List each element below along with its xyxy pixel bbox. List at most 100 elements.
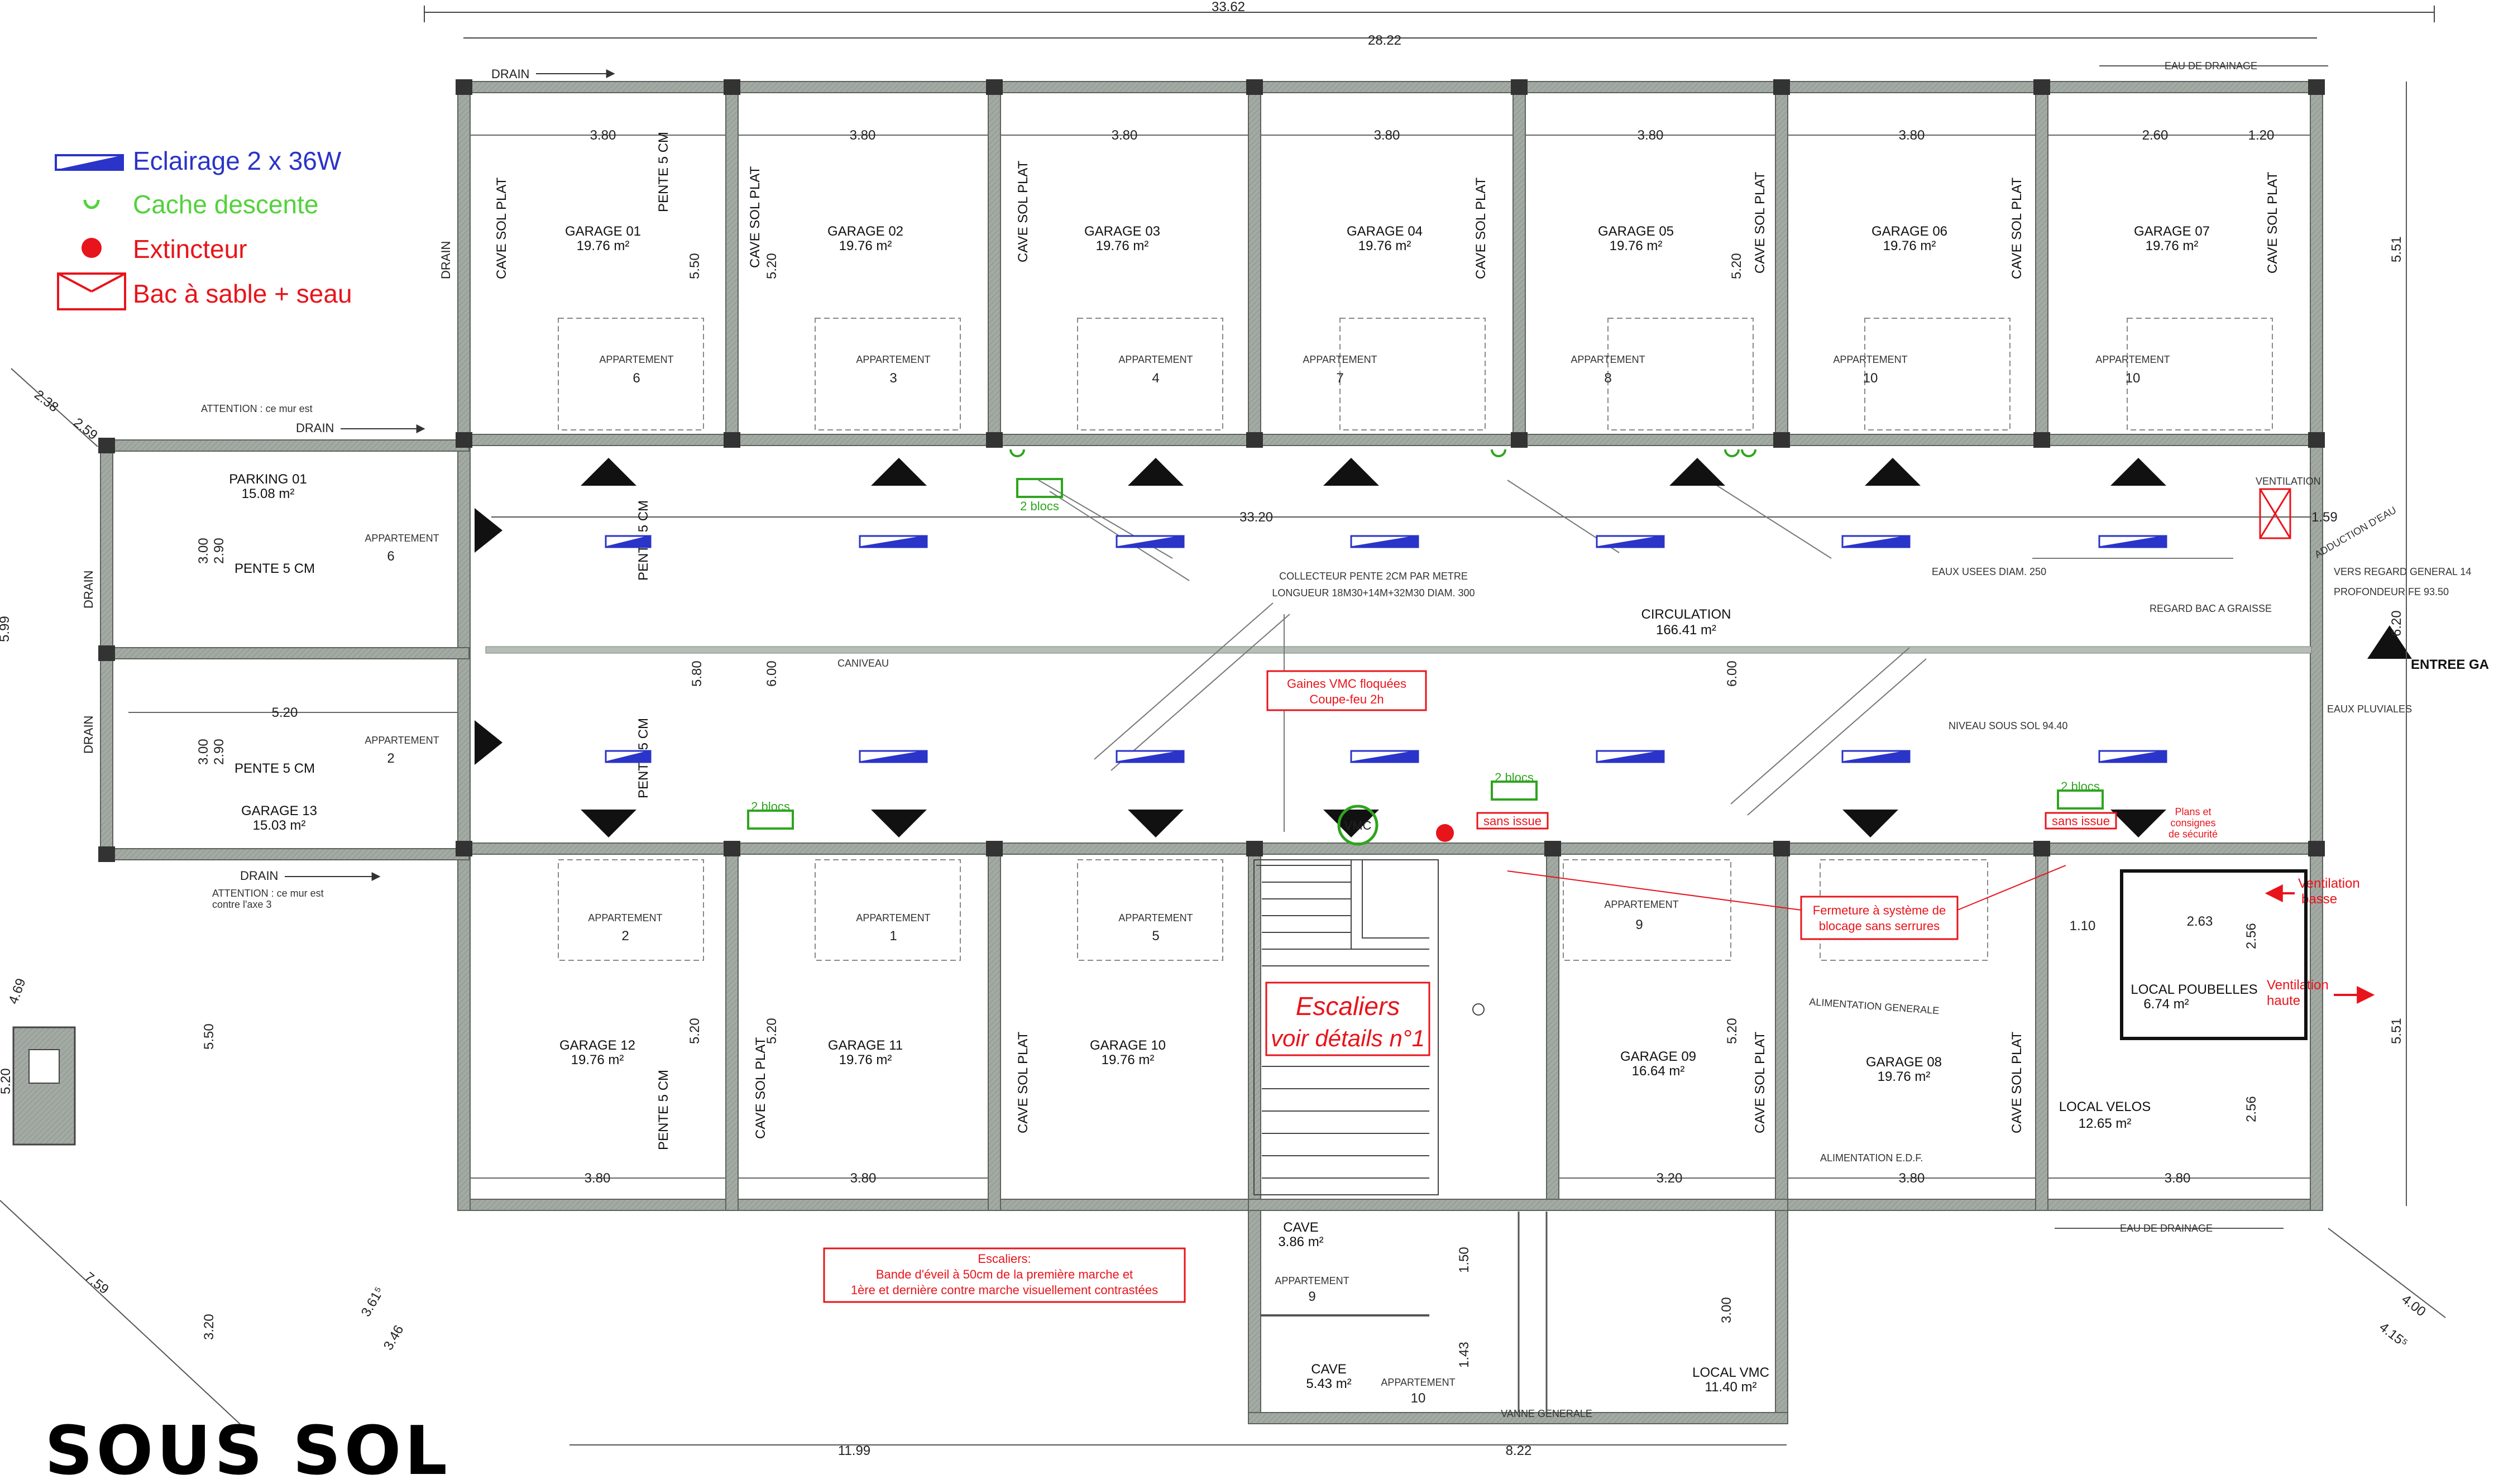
dim-left-j: 3.20 [202, 1314, 217, 1340]
svg-text:APPARTEMENT: APPARTEMENT [2095, 354, 2170, 365]
svg-text:APPARTEMENT: APPARTEMENT [1118, 912, 1193, 923]
svg-text:APPARTEMENT: APPARTEMENT [365, 533, 439, 544]
svg-text:CAVE SOL PLAT: CAVE SOL PLAT [753, 1037, 768, 1139]
svg-text:GARAGE 11: GARAGE 11 [828, 1038, 903, 1053]
svg-text:APPARTEMENT: APPARTEMENT [588, 912, 662, 923]
row-height-top2: 5.20 [764, 253, 779, 279]
svg-text:VERS REGARD GENERAL 14: VERS REGARD GENERAL 14 [2334, 566, 2471, 577]
svg-text:8.22: 8.22 [1506, 1443, 1532, 1458]
svg-text:APPARTEMENT: APPARTEMENT [1571, 354, 1645, 365]
svg-text:19.76 m²: 19.76 m² [571, 1052, 624, 1067]
svg-text:CAVE SOL PLAT: CAVE SOL PLAT [1753, 1031, 1768, 1133]
local-velos: LOCAL VELOS 12.65 m² 2.56 [2059, 1096, 2259, 1131]
svg-text:Fermeture à système de: Fermeture à système de [1813, 903, 1946, 917]
pente-bottom: PENTE 5 CM [656, 1070, 671, 1150]
svg-text:GARAGE 06: GARAGE 06 [1871, 224, 1947, 239]
svg-text:CAVE SOL PLAT: CAVE SOL PLAT [2009, 1031, 2024, 1133]
svg-text:VMC: VMC [1344, 818, 1372, 832]
drain-vertical: DRAIN [439, 241, 453, 279]
svg-text:de sécurité: de sécurité [2169, 829, 2218, 840]
svg-text:LOCAL VELOS: LOCAL VELOS [2059, 1099, 2151, 1114]
svg-text:2: 2 [621, 928, 629, 944]
svg-text:19.76 m²: 19.76 m² [1883, 238, 1936, 253]
svg-text:3.80: 3.80 [2165, 1171, 2191, 1186]
red-note-fermeture: Fermeture à système de blocage sans serr… [1507, 865, 2066, 940]
svg-text:Eclairage 2 x 36W: Eclairage 2 x 36W [133, 146, 342, 175]
svg-text:GARAGE 09: GARAGE 09 [1620, 1049, 1696, 1064]
svg-text:APPARTEMENT: APPARTEMENT [1381, 1377, 1455, 1388]
svg-text:PARKING 01: PARKING 01 [229, 472, 307, 487]
row-height-bottom2c: 5.20 [1725, 1018, 1740, 1044]
svg-text:COLLECTEUR PENTE 2CM PAR METRE: COLLECTEUR PENTE 2CM PAR METRE [1279, 571, 1468, 582]
svg-text:APPARTEMENT: APPARTEMENT [365, 735, 439, 746]
lamp-icon [55, 154, 124, 171]
svg-text:19.76 m²: 19.76 m² [839, 238, 892, 253]
svg-text:3.80: 3.80 [590, 128, 616, 143]
svg-text:PROFONDEUR FE 93.50: PROFONDEUR FE 93.50 [2334, 586, 2449, 597]
svg-text:GARAGE 05: GARAGE 05 [1598, 224, 1674, 239]
svg-text:2 blocs: 2 blocs [751, 800, 790, 813]
row-height-bottom2b: 5.20 [764, 1018, 779, 1044]
svg-text:ATTENTION : ce mur est: ATTENTION : ce mur est [201, 403, 313, 414]
svg-text:4: 4 [1152, 371, 1159, 386]
svg-text:6.74 m²: 6.74 m² [2143, 997, 2189, 1012]
pente-top: PENTE 5 CM [656, 132, 671, 212]
svg-text:VENTILATION: VENTILATION [2256, 476, 2321, 487]
svg-text:GARAGE 03: GARAGE 03 [1084, 224, 1160, 239]
svg-text:Escaliers:: Escaliers: [978, 1252, 1031, 1266]
garages-top-widths: 3.80 3.80 3.80 3.80 3.80 3.80 2.60 1.20 [470, 128, 2310, 143]
dim-left-b: 2.59 [70, 415, 100, 443]
right-dimensions: 5.51 6.20 5.51 4.00 4.15⁵ [2328, 82, 2446, 1351]
svg-text:PENTE 5 CM: PENTE 5 CM [234, 761, 315, 776]
legend-item-cache-descente: Cache descente [83, 190, 318, 219]
svg-text:CAVE SOL PLAT: CAVE SOL PLAT [1016, 1031, 1031, 1133]
svg-text:1.50: 1.50 [1457, 1247, 1472, 1273]
top-dimensions [424, 6, 2435, 39]
svg-text:15.08 m²: 15.08 m² [242, 486, 295, 501]
drain-left-2: DRAIN [82, 716, 95, 754]
svg-text:VANNE GENERALE: VANNE GENERALE [1501, 1408, 1592, 1419]
legend-item-lamp: Eclairage 2 x 36W [55, 146, 342, 175]
svg-text:CANIVEAU: CANIVEAU [837, 658, 889, 669]
svg-text:EAUX PLUVIALES: EAUX PLUVIALES [2327, 703, 2412, 715]
svg-text:16.64 m²: 16.64 m² [1632, 1064, 1685, 1079]
sandbox-legend-icon [57, 272, 126, 310]
svg-text:15.03 m²: 15.03 m² [253, 818, 306, 833]
svg-text:3.80: 3.80 [1899, 1171, 1925, 1186]
svg-text:19.76 m²: 19.76 m² [1096, 238, 1149, 253]
svg-text:2 blocs: 2 blocs [2061, 779, 2100, 793]
dim-left-d: 4.69 [6, 976, 28, 1006]
svg-text:9: 9 [1308, 1289, 1315, 1304]
extinguisher-legend-icon [82, 238, 102, 258]
svg-text:voir détails n°1: voir détails n°1 [1271, 1025, 1425, 1051]
svg-text:3.80: 3.80 [1374, 128, 1400, 143]
svg-text:NIVEAU SOUS SOL 94.40: NIVEAU SOUS SOL 94.40 [1949, 720, 2067, 731]
svg-text:6.00: 6.00 [764, 660, 779, 687]
svg-text:5.51: 5.51 [2389, 236, 2404, 262]
svg-text:12.65 m²: 12.65 m² [2079, 1116, 2132, 1131]
caniveau-strip [485, 646, 2312, 654]
svg-text:3.86 m²: 3.86 m² [1278, 1234, 1323, 1250]
svg-text:GARAGE 07: GARAGE 07 [2134, 224, 2210, 239]
svg-text:APPARTEMENT: APPARTEMENT [1303, 354, 1377, 365]
svg-text:1.43: 1.43 [1457, 1342, 1472, 1368]
svg-text:19.76 m²: 19.76 m² [839, 1052, 892, 1067]
svg-text:3.80: 3.80 [850, 1171, 877, 1186]
pillars [98, 79, 2325, 862]
svg-text:2.60: 2.60 [2142, 128, 2169, 143]
local-poubelles: LOCAL POUBELLES 6.74 m² 1.10 2.63 2.56 [2070, 869, 2308, 1040]
svg-text:3.00: 3.00 [196, 538, 211, 564]
svg-text:CAVE SOL PLAT: CAVE SOL PLAT [1473, 177, 1488, 279]
svg-text:11.40 m²: 11.40 m² [1705, 1380, 1757, 1395]
svg-text:CAVE SOL PLAT: CAVE SOL PLAT [1016, 160, 1031, 262]
svg-text:6.00: 6.00 [1725, 660, 1740, 687]
svg-text:2: 2 [387, 751, 394, 766]
svg-text:LOCAL VMC: LOCAL VMC [1692, 1365, 1769, 1380]
svg-text:1: 1 [889, 928, 897, 944]
svg-text:GARAGE 13: GARAGE 13 [241, 803, 317, 818]
svg-text:EAUX USEES DIAM. 250: EAUX USEES DIAM. 250 [1932, 566, 2046, 577]
svg-text:APPARTEMENT: APPARTEMENT [1833, 354, 1907, 365]
svg-text:Ventilation: Ventilation [2267, 978, 2329, 993]
svg-text:GARAGE 12: GARAGE 12 [559, 1038, 635, 1053]
garages-bottom-labels: GARAGE 12 19.76 m² GARAGE 11 19.76 m² GA… [559, 1038, 1942, 1084]
